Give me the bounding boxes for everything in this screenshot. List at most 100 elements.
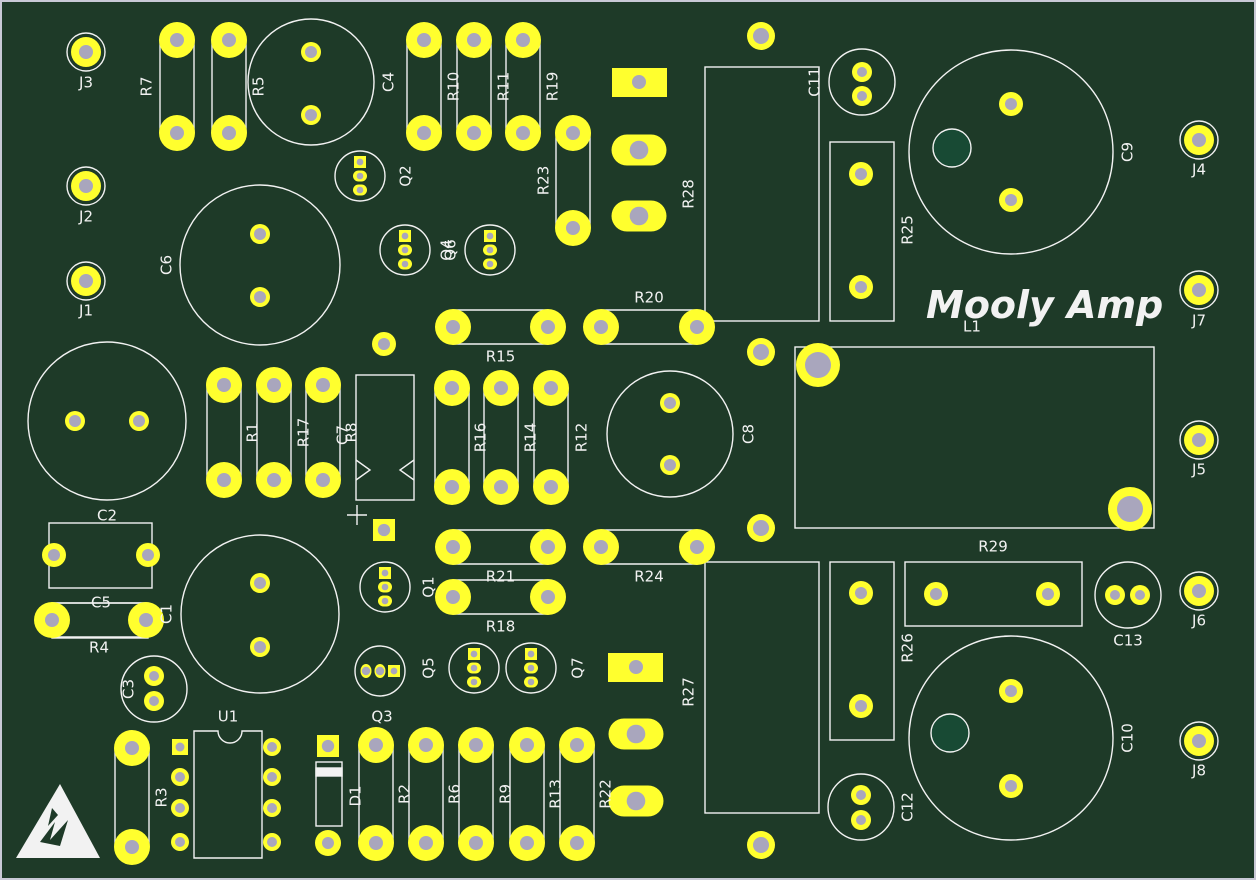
ref-r13: R13 [547,779,565,809]
r11-2-drill [467,126,481,140]
j5-ring [1179,420,1219,460]
r26-2-drill [855,700,867,712]
ref-q4: Q4 [438,239,456,260]
j2-drill [79,179,93,193]
ref-r23: R23 [535,166,553,196]
ref-r9: R9 [497,784,515,804]
r21-1-drill [446,540,460,554]
r23-2-drill [566,221,580,235]
j3-drill [79,45,93,59]
ref-j2: J2 [78,208,93,226]
c7-outline [355,374,415,501]
r8-1-drill [316,378,330,392]
c10-1-drill [1005,685,1017,697]
q1-outline [359,561,411,613]
r13-1-drill [520,738,534,752]
r28-outline [704,66,820,322]
j7-ring [1179,270,1219,310]
ref-q5: Q5 [420,657,438,678]
esd-warning-icon [16,784,100,858]
c1-2-drill [254,641,266,653]
ref-r5: R5 [250,77,268,97]
ref-r22: R22 [597,779,615,809]
r10-1-drill [417,33,431,47]
q2-1-drill [356,158,364,166]
ref-r6: R6 [446,784,464,804]
ref-c2: C2 [97,507,117,525]
q4-1-drill [401,232,409,240]
ref-u1: U1 [218,708,239,726]
r1-2-drill [217,473,231,487]
r20-1-drill [594,320,608,334]
ref-c10: C10 [1119,723,1137,753]
ref-j1: J1 [78,302,93,320]
ref-r20: R20 [634,289,664,307]
r18-1-drill [446,590,460,604]
r12-1-drill [544,381,558,395]
c11-outline [828,48,896,116]
q4-3-drill [401,260,409,268]
q1-2-drill [381,583,389,591]
u1-7-drill [267,772,277,782]
r27-outline [704,561,820,814]
ref-d1: D1 [347,785,365,806]
r5-1-drill [222,33,236,47]
r29-1-drill [930,588,942,600]
c8-outline [606,370,734,498]
ref-j8: J8 [1191,762,1206,780]
u1-3-drill [175,803,185,813]
r20-2-drill [690,320,704,334]
c10-polarity-mark [930,713,970,753]
c8-1-drill [664,397,676,409]
c9-1-drill [1005,98,1017,110]
r12-2-drill [544,480,558,494]
c10-2-drill [1005,780,1017,792]
ref-r7: R7 [138,77,156,97]
q5-2-drill [470,664,478,672]
j2-ring [66,166,106,206]
ref-r16: R16 [472,423,490,453]
c12-1-drill [856,790,866,800]
ref-r18: R18 [486,618,516,636]
r2-2-drill [369,836,383,850]
ref-r2: R2 [396,784,414,804]
ref-q1: Q1 [420,576,438,597]
j3-ring [66,32,106,72]
ref-r12: R12 [573,423,591,453]
vreg-top-drill-1 [632,75,646,89]
j5-drill [1192,433,1206,447]
r13-2-drill [520,836,534,850]
r24-1-drill [594,540,608,554]
c6-1-drill [254,228,266,240]
q7-1-drill [527,650,535,658]
c2circ-outline [27,341,187,501]
ref-r11: R11 [495,72,513,102]
c13-outline [1094,561,1162,629]
j6-drill [1192,584,1206,598]
ref-r4: R4 [89,639,109,657]
r17-2-drill [267,473,281,487]
c2c-2-drill [133,415,145,427]
r21-2-drill [541,540,555,554]
r26-1-drill [855,587,867,599]
r15-1-drill [446,320,460,334]
r23-1-drill [566,126,580,140]
ref-c11: C11 [806,67,824,97]
ref-j7: J7 [1191,312,1206,330]
ref-r25: R25 [899,215,917,245]
r14-2-drill [494,480,508,494]
ref-r27: R27 [680,677,698,707]
ref-c12: C12 [899,792,917,822]
ref-c8: C8 [740,424,758,444]
ref-r3: R3 [153,788,171,808]
ref-r24: R24 [634,568,664,586]
c6-outline [179,184,341,346]
r6-1-drill [419,738,433,752]
q2-3-drill [356,186,364,194]
vreg-bot-drill-1 [629,660,643,674]
c2c-1-drill [69,415,81,427]
c9-2-drill [1005,194,1017,206]
u1-outline [193,730,263,859]
d1-2-drill [322,837,334,849]
